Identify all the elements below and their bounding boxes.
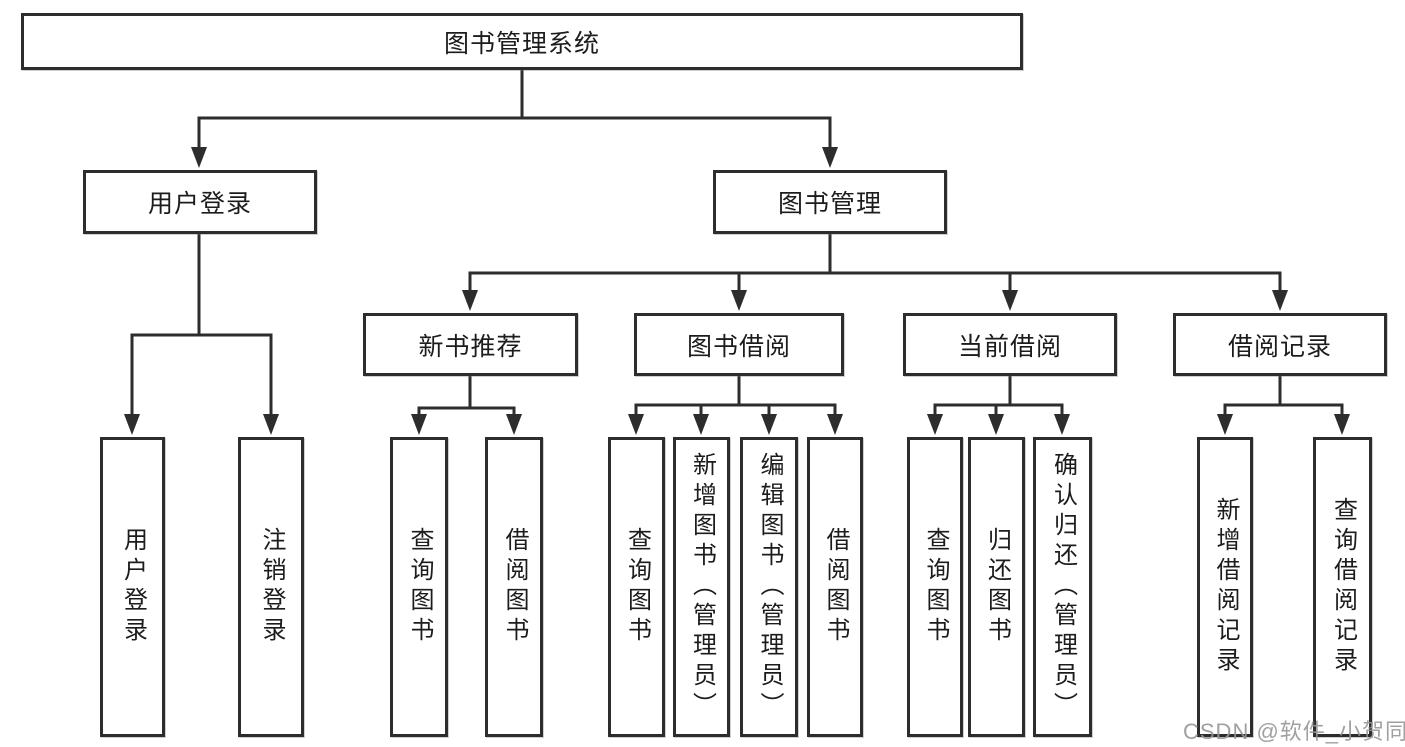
- leaf-records-add-record: 新增借阅记录: [1197, 437, 1253, 737]
- node-current-borrowing: 当前借阅: [903, 313, 1117, 376]
- leaf-logout: 注销登录: [238, 437, 304, 737]
- node-borrowing-records: 借阅记录: [1173, 313, 1387, 376]
- node-user-login: 用户登录: [83, 170, 317, 234]
- node-library-management-system: 图书管理系统: [21, 13, 1023, 70]
- leaf-current-confirm-return-admin: 确认归还（管理员）: [1033, 437, 1092, 737]
- leaf-borrowing-edit-book-admin: 编辑图书（管理员）: [740, 437, 798, 737]
- leaf-borrowing-borrow-book: 借阅图书: [807, 437, 863, 737]
- leaf-records-query-record: 查询借阅记录: [1313, 437, 1372, 737]
- leaf-borrowing-query-book: 查询图书: [608, 437, 665, 737]
- leaf-current-return-book: 归还图书: [968, 437, 1025, 737]
- node-book-management: 图书管理: [713, 170, 947, 234]
- node-new-book-recommendation: 新书推荐: [363, 313, 578, 376]
- node-book-borrowing: 图书借阅: [634, 313, 844, 376]
- leaf-borrowing-add-book-admin: 新增图书（管理员）: [673, 437, 730, 737]
- leaf-newbook-borrow-book: 借阅图书: [485, 437, 543, 737]
- leaf-current-query-book: 查询图书: [907, 437, 963, 737]
- leaf-newbook-query-book: 查询图书: [390, 437, 448, 737]
- leaf-user-login: 用户登录: [100, 437, 165, 737]
